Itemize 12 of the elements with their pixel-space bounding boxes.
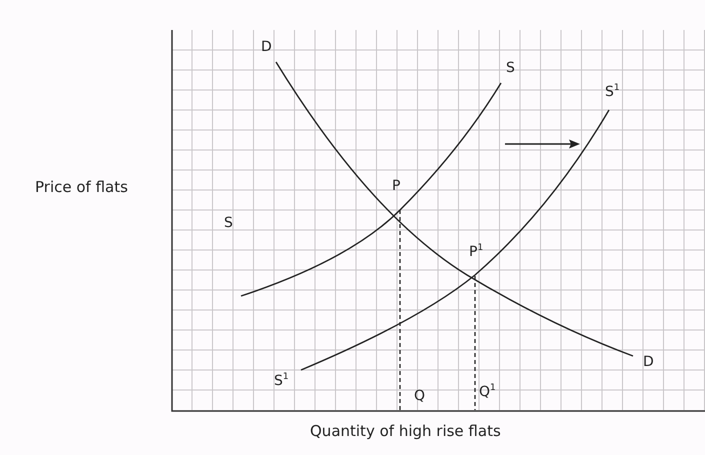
curve-label: S	[506, 60, 515, 76]
point-label: P	[392, 178, 400, 194]
axis-label: Quantity of high rise flats	[310, 423, 501, 439]
curve-label: D	[643, 354, 654, 370]
curve-label: S	[224, 215, 233, 231]
point-label: P$^{1}$	[469, 244, 484, 260]
curve-label: S$^{1}$	[274, 373, 289, 389]
axis-label: Price of flats	[35, 179, 128, 195]
axis-tick-label: Q$^{1}$	[479, 384, 496, 400]
curve-label: D	[261, 39, 272, 55]
curve-label: S$^{1}$	[605, 84, 620, 100]
axis-tick-label: Q	[414, 388, 426, 404]
